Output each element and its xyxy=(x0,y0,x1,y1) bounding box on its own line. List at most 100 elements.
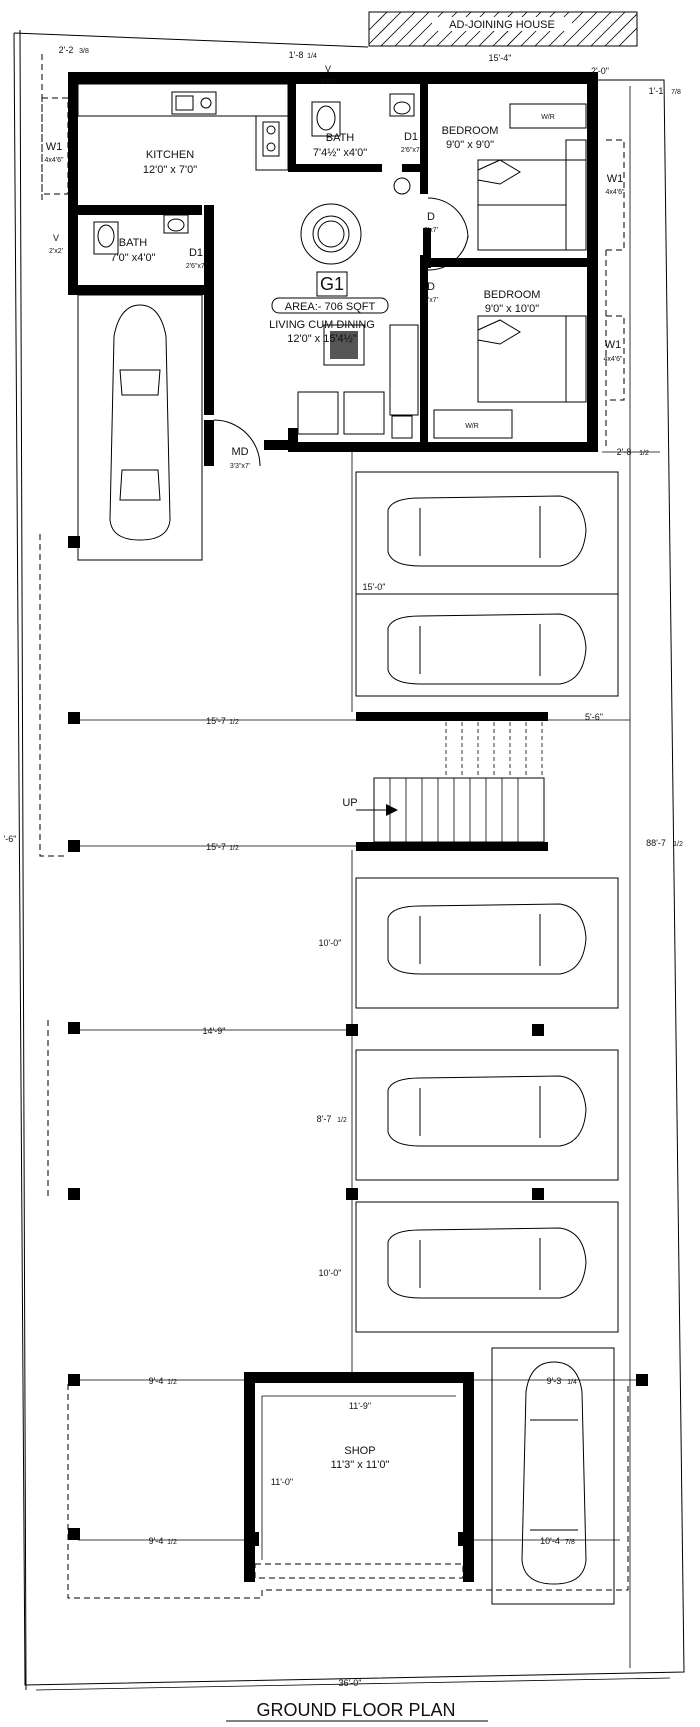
bath-top-size: 7'4½" x4'0" xyxy=(313,147,367,159)
dim-bottom-total: 36'-0" xyxy=(339,1678,362,1688)
window-w1-b-size: 4x4'6" xyxy=(603,356,623,363)
door-d-a: D xyxy=(427,211,435,223)
bath-left-name: BATH xyxy=(119,237,148,249)
dim-row-b-frac: 1/2 xyxy=(229,845,239,852)
dim-park-2: 10'-0" xyxy=(319,938,342,948)
door-d-b-size: 3'x7' xyxy=(424,297,438,304)
door-d1-left: D1 xyxy=(189,247,203,259)
vent-left-size: 2'x2' xyxy=(49,248,63,255)
dim-stair-right: 5'-6" xyxy=(585,712,603,722)
dim-top-mid: 1'-8 xyxy=(289,50,304,60)
dim-row-e-right-frac: 7/8 xyxy=(565,1539,575,1546)
setback-lines xyxy=(39,54,629,1599)
door-d-b: D xyxy=(427,281,435,293)
dim-right-total-frac: 1/2 xyxy=(673,841,683,848)
car-5 xyxy=(387,1227,587,1299)
window-w1-c-size: 4x4'6" xyxy=(44,157,64,164)
dim-shop-height: 11'-0" xyxy=(271,1477,293,1487)
area-label: AREA:- 706 SQFT xyxy=(285,301,376,313)
dim-row-e-right: 10'-4 xyxy=(540,1536,560,1546)
bedroom-2: W/R BEDROOM 9'0" x 10'0" W1 4x4'6" xyxy=(433,289,623,439)
window-w1-a: W1 xyxy=(607,173,624,185)
car-2 xyxy=(387,613,587,685)
dim-row-e-frac: 1/2 xyxy=(167,1539,177,1546)
bath-left: BATH 7'0" x4'0" D1 2'6"x7' V 2'x2' xyxy=(49,214,206,270)
bath-top-vent: V xyxy=(325,64,331,74)
bath-top-vent-size: 2'X2' xyxy=(320,79,335,86)
dim-row-c: 14'-9" xyxy=(203,1026,226,1036)
dimension-labels: 2'-2 3/8 1'-8 1/4 15'-4" 2'-0" 1'-1 7/8 … xyxy=(4,45,683,1688)
dim-right-mid: 2'-8 xyxy=(617,447,632,457)
dim-row-a: 15'-7 xyxy=(206,716,226,726)
bath-top: V 2'X2' BATH 7'4½" x4'0" D1 2'6"x7' xyxy=(311,64,421,195)
unit-label: G1 xyxy=(320,274,344,294)
parking-bays xyxy=(355,471,619,1605)
dim-shop-width: 11'-9" xyxy=(349,1401,371,1411)
living-size: 12'0" x 15'4½" xyxy=(287,333,357,345)
dim-row-d-frac: 1/2 xyxy=(167,1379,177,1386)
kitchen-name: KITCHEN xyxy=(146,149,194,161)
main-door: MD xyxy=(231,446,248,458)
house-walls xyxy=(68,72,598,466)
cars xyxy=(387,495,587,1585)
wardrobe-2: W/R xyxy=(465,423,479,430)
living-name: LIVING CUM DINING xyxy=(269,319,375,331)
site-boundary xyxy=(13,29,685,1691)
bedroom2-size: 9'0" x 10'0" xyxy=(485,303,539,315)
bedroom2-name: BEDROOM xyxy=(484,289,541,301)
dim-row-e: 9'-4 xyxy=(149,1536,164,1546)
columns xyxy=(68,536,648,1540)
dim-right-mid-frac: 1/2 xyxy=(639,450,649,457)
kitchen-window: W1 4x4'6" xyxy=(41,97,69,195)
bedroom1-name: BEDROOM xyxy=(442,125,499,137)
dim-top-left: 2'-2 xyxy=(59,45,74,55)
window-w1-b: W1 xyxy=(605,339,622,351)
shop-size: 11'3" x 11'0" xyxy=(331,1459,390,1471)
interior-doors: D 3'x7' D 3'x7' MD 3'3"x7' xyxy=(213,197,469,470)
kitchen: KITCHEN 12'0" x 7'0" xyxy=(77,83,289,176)
car-1 xyxy=(387,495,587,567)
dim-top-mid-frac: 1/4 xyxy=(307,53,317,60)
wardrobe-1: W/R xyxy=(541,114,555,121)
dim-row-d-right: 9'-3 xyxy=(547,1376,562,1386)
dim-top-left-frac: 3/8 xyxy=(79,48,89,55)
dim-row-a-frac: 1/2 xyxy=(229,719,239,726)
dim-right-total: 88'-7 xyxy=(646,838,666,848)
plan-title: GROUND FLOOR PLAN xyxy=(256,1700,455,1720)
car-4 xyxy=(387,1075,587,1147)
dim-park-1: 15'-0" xyxy=(363,582,386,592)
car-6 xyxy=(521,1361,587,1585)
door-d1-top: D1 xyxy=(404,131,418,143)
dim-park-3: 8'-7 xyxy=(317,1114,332,1124)
staircase: UP xyxy=(342,712,548,851)
window-w1-a-size: 4x4'6" xyxy=(605,189,625,196)
dim-right-top: 1'-1 xyxy=(649,86,664,96)
adjoining-house-label: AD-JOINING HOUSE xyxy=(449,19,555,31)
bedroom1-size: 9'0" x 9'0" xyxy=(446,139,494,151)
shop: SHOP 11'3" x 11'0" xyxy=(244,1372,474,1582)
stair-up-label: UP xyxy=(342,797,357,809)
dim-top-run: 15'-4" xyxy=(489,53,512,63)
dim-row-d: 9'-4 xyxy=(149,1376,164,1386)
dim-park-3-frac: 1/2 xyxy=(337,1117,347,1124)
door-d1-top-size: 2'6"x7' xyxy=(401,147,421,154)
dim-row-b: 15'-7 xyxy=(206,842,226,852)
plan-title-group: GROUND FLOOR PLAN xyxy=(226,1700,488,1722)
shop-name: SHOP xyxy=(344,1445,375,1457)
door-d-a-size: 3'x7' xyxy=(424,227,438,234)
bath-left-size: 7'0" x4'0" xyxy=(110,252,155,264)
bedroom-1: W/R BEDROOM 9'0" x 9'0" W1 4x4'6" xyxy=(442,103,625,251)
vent-left: V xyxy=(53,233,59,243)
carport-left xyxy=(77,294,203,561)
adjoining-house: AD-JOINING HOUSE xyxy=(368,11,638,47)
kitchen-size: 12'0" x 7'0" xyxy=(143,164,197,176)
dimension-lines xyxy=(35,86,671,1691)
window-w1-c: W1 xyxy=(46,141,63,153)
dim-top-right: 2'-0" xyxy=(591,66,609,76)
dim-park-4: 10'-0" xyxy=(319,1268,342,1278)
door-d1-left-size: 2'6"x7' xyxy=(186,263,206,270)
main-door-size: 3'3"x7' xyxy=(230,463,250,470)
living-dining: G1 AREA:- 706 SQFT LIVING CUM DINING 12'… xyxy=(269,203,419,439)
dim-left-total: '-6" xyxy=(4,834,17,844)
